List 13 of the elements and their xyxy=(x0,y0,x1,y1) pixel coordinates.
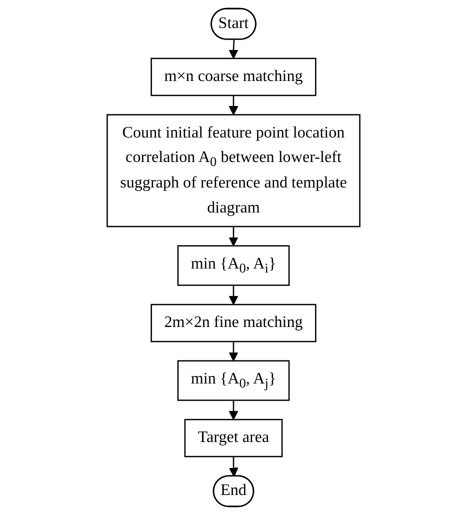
arrow xyxy=(228,400,238,420)
arrow xyxy=(228,456,238,477)
node-box: min {A$_{0}$, A$_{i}$} xyxy=(177,245,290,286)
node-box: min {A$_{0}$, A$_{j}$} xyxy=(177,360,290,401)
arrow xyxy=(228,342,238,362)
arrow xyxy=(228,95,238,116)
node-box: 2m×2n fine matching xyxy=(150,304,316,342)
node-box: m×n coarse matching xyxy=(150,58,316,96)
arrow xyxy=(228,285,238,305)
arrow xyxy=(228,226,238,246)
node-box: Target area xyxy=(184,418,283,458)
node-box: Count initial feature point location correlation A$_{0}$ between lower-left suggraph of reference and template diagram xyxy=(106,114,360,228)
arrow xyxy=(228,40,238,59)
